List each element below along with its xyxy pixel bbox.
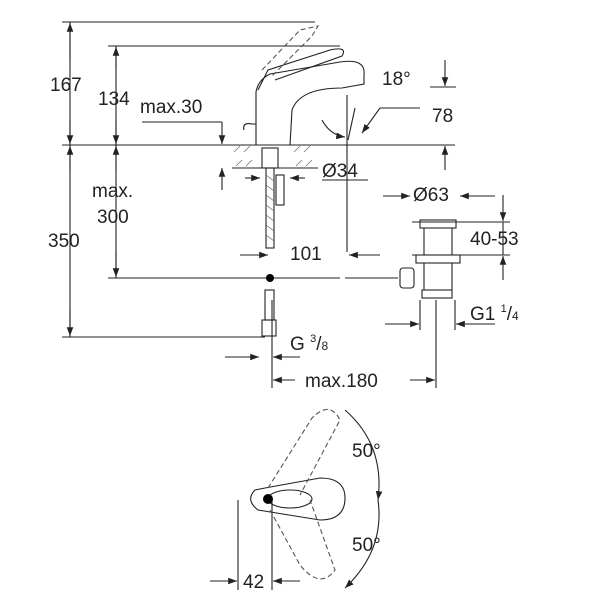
dim-waste-thread: G1 1/4	[470, 303, 519, 325]
dim-waste-diameter: Ø63	[413, 185, 449, 206]
faucet-body	[243, 25, 398, 337]
dim-max-below-deck: 300	[97, 207, 129, 228]
thread-den: 8	[321, 339, 329, 353]
pop-up-waste	[399, 219, 461, 299]
dim-max-label: max.	[92, 181, 134, 202]
plan-view	[210, 408, 383, 590]
dim-total-below: 350	[48, 231, 80, 252]
dim-spout-reach: 101	[290, 244, 322, 265]
dim-spout-height: 78	[432, 106, 454, 127]
thread-den: 4	[512, 309, 519, 323]
dim-waste-range: 40-53	[470, 229, 519, 250]
dim-max-offset: max.180	[305, 371, 378, 392]
countertop	[232, 145, 318, 169]
dim-supply-thread: G 3/8	[290, 333, 329, 355]
dim-lever-height: 134	[98, 89, 130, 110]
dim-max-deck-thickness: max.30	[140, 97, 203, 118]
thread-main: G	[290, 334, 305, 355]
dim-rotation-bottom: 50°	[352, 535, 381, 556]
dim-spout-angle: 18°	[382, 69, 411, 90]
dim-rotation-top: 50°	[352, 441, 381, 462]
thread-num: 1	[500, 303, 507, 315]
dim-total-height: 167	[50, 75, 82, 96]
dimension-arrows	[66, 22, 507, 384]
dim-handle-offset: 42	[243, 572, 265, 593]
thread-main: G1	[470, 304, 496, 325]
thread-num: 3	[310, 333, 317, 345]
dim-hole-diameter: Ø34	[322, 161, 358, 182]
